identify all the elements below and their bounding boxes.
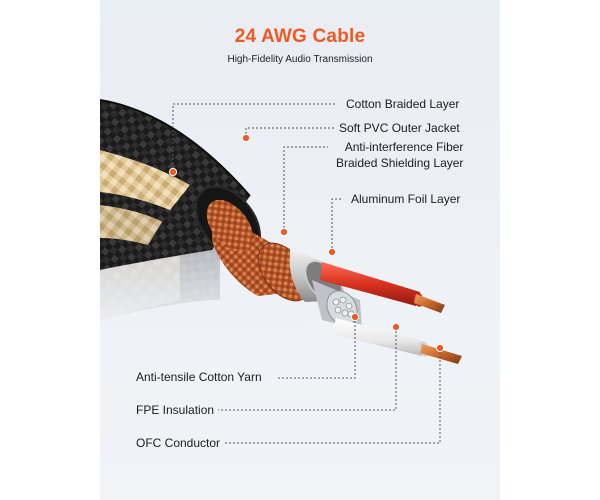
label-shielding-line2: Braided Shielding Layer	[336, 156, 464, 170]
marker-cotton-braided	[168, 167, 178, 177]
marker-pvc-jacket	[241, 133, 251, 143]
label-ofc-conductor: OFC Conductor	[136, 436, 221, 450]
label-aluminum-foil-layer: Aluminum Foil Layer	[351, 192, 461, 206]
label-shielding-line1: Anti-interference Fiber	[344, 140, 464, 154]
diagram-panel: 24 AWG Cable High-Fidelity Audio Transmi…	[100, 0, 500, 500]
red-insulated-core	[320, 262, 445, 313]
marker-shield	[279, 227, 289, 237]
cotton-yarn-bundle	[312, 280, 362, 330]
marker-foil	[327, 247, 337, 257]
leader-lines	[172, 103, 441, 444]
label-soft-pvc-outer-jacket: Soft PVC Outer Jacket	[339, 121, 460, 135]
label-fpe-insulation: FPE Insulation	[136, 403, 215, 417]
label-anti-tensile-cotton-yarn: Anti-tensile Cotton Yarn	[136, 370, 262, 384]
marker-ofc	[435, 343, 445, 353]
label-cotton-braided-layer: Cotton Braided Layer	[346, 97, 460, 111]
marker-cotton-yarn	[350, 312, 360, 322]
diagram-subtitle: High-Fidelity Audio Transmission	[227, 54, 373, 65]
cable-illustration	[100, 99, 462, 444]
label-shielding-layer: Anti-interference Fiber Braided Shieldin…	[336, 139, 463, 171]
callout-markers	[168, 133, 445, 353]
copper-braided-shield	[206, 199, 311, 302]
white-insulated-core	[332, 318, 462, 364]
marker-fpe	[391, 322, 401, 332]
diagram-title: 24 AWG Cable	[234, 26, 366, 47]
